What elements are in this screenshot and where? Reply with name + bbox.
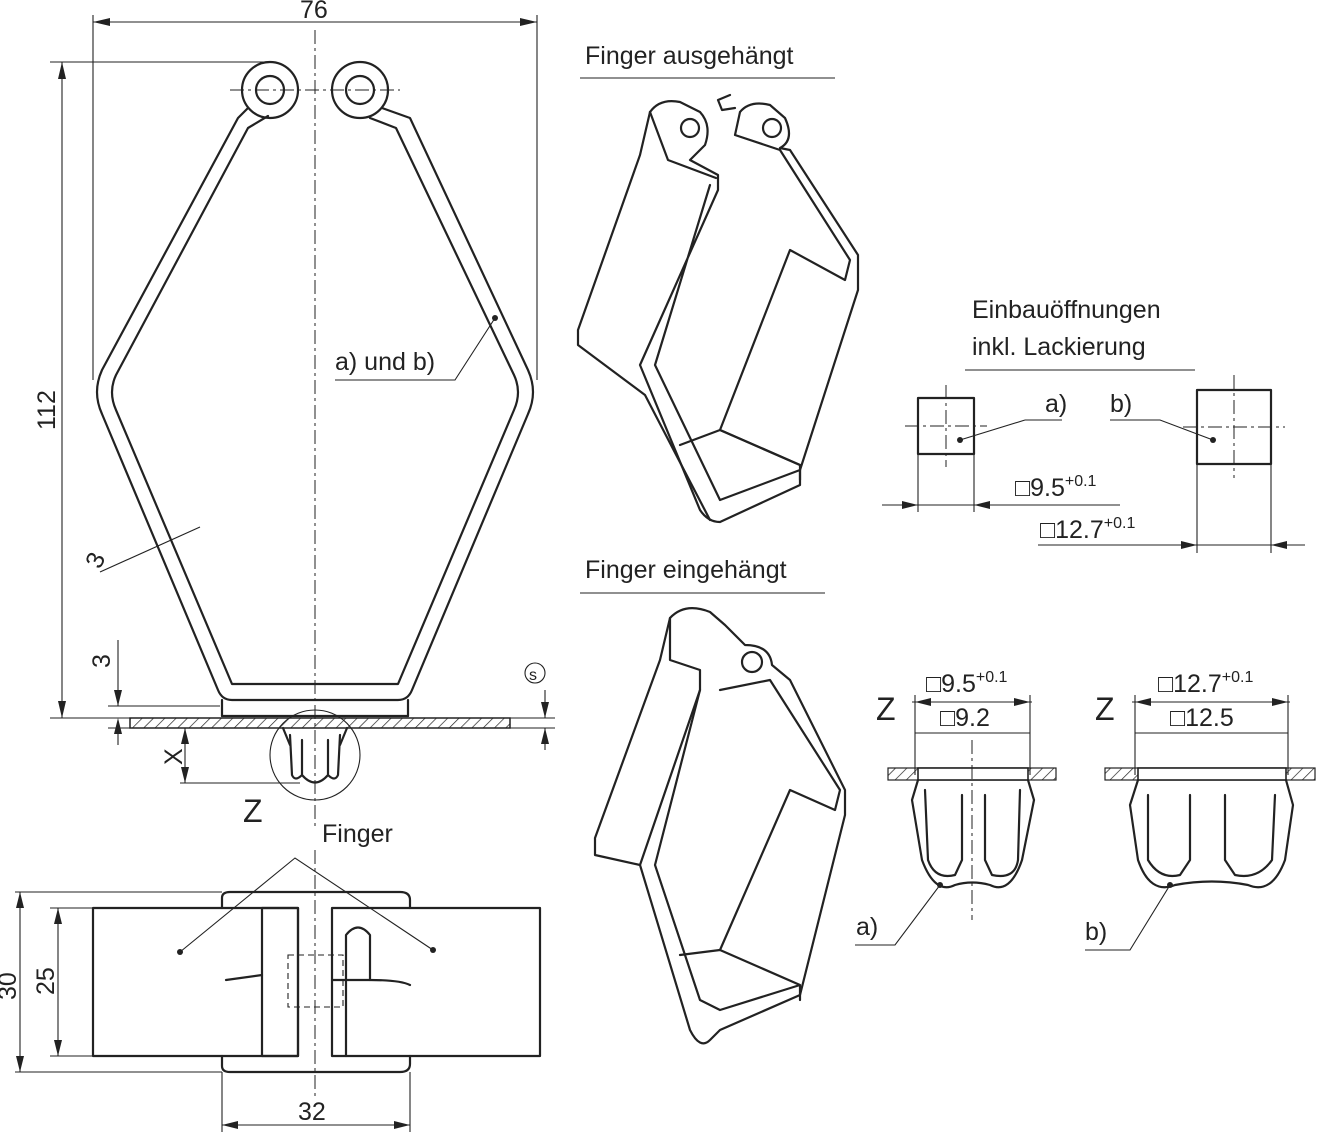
finger-label: Finger [322, 820, 393, 848]
detail-b-variant: b) [1085, 918, 1107, 946]
opening-dim-a: □9.5+0.1 [1015, 473, 1097, 502]
dim-wall: 3 [80, 548, 111, 572]
detail-b: Z □12.7+0.1 □12.5 b) [1085, 669, 1316, 951]
opening-label-a: a) [1045, 390, 1067, 418]
detail-a-dim-outer: □9.5+0.1 [926, 669, 1008, 698]
openings-title-2: inkl. Lackierung [972, 333, 1146, 361]
detail-a-variant: a) [856, 913, 878, 941]
detail-a-view-label: Z [876, 691, 896, 727]
detail-b-dim-inner: □12.5 [1170, 704, 1234, 732]
dim-x: X [160, 748, 188, 765]
dim-height: 112 [33, 390, 61, 430]
dim-base: 3 [88, 654, 116, 668]
iso-title-unhooked: Finger ausgehängt [585, 42, 794, 70]
dim-width: 76 [300, 0, 328, 24]
bottom-view: Finger 30 25 32 [0, 820, 542, 1132]
opening-dim-b: □12.7+0.1 [1040, 515, 1135, 544]
openings-title-1: Einbauöffnungen [972, 296, 1161, 324]
front-view: 76 112 a) und b) 3 3 [33, 0, 555, 830]
dim-30: 30 [0, 972, 22, 1000]
dim-25: 25 [32, 967, 60, 995]
opening-label-b: b) [1110, 390, 1132, 418]
detail-a-dim-inner: □9.2 [940, 704, 990, 732]
detail-b-view-label: Z [1095, 691, 1115, 727]
iso-view-hooked: Finger eingehängt [580, 556, 847, 1045]
label-a-und-b: a) und b) [335, 348, 435, 376]
iso-view-unhooked: Finger ausgehängt [576, 42, 860, 524]
mounting-openings: Einbauöffnungen inkl. Lackierung a) b) □… [882, 296, 1305, 553]
iso-title-hooked: Finger eingehängt [585, 556, 787, 584]
dim-32: 32 [298, 1098, 326, 1126]
detail-a: Z □9.5+0.1 □9.2 a) [855, 669, 1057, 946]
detail-label-z: Z [243, 793, 263, 829]
dim-s: s [529, 667, 537, 684]
detail-b-dim-outer: □12.7+0.1 [1158, 669, 1253, 698]
